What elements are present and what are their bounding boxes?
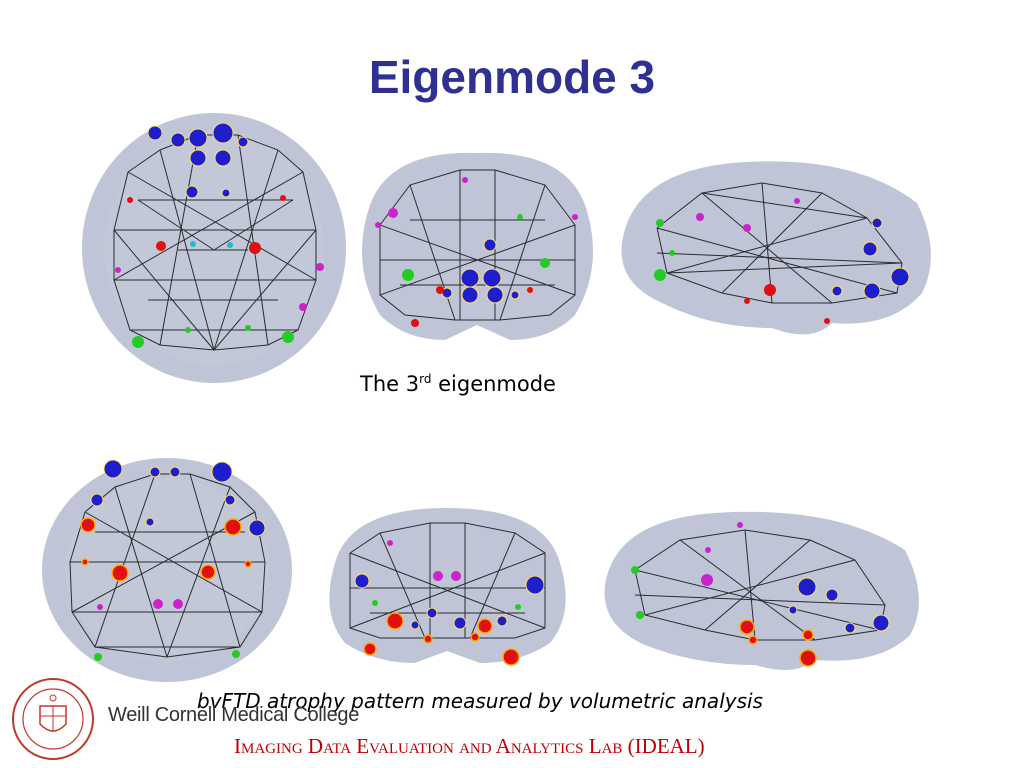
cornell-seal-logo: [10, 676, 96, 762]
brain-network-top-coronal: [350, 145, 605, 345]
brain-network-bottom-coronal: [320, 503, 575, 668]
brain-network-bottom-sagittal: [595, 505, 925, 680]
lab-name: Imaging Data Evaluation and Analytics La…: [234, 734, 705, 758]
brain-network-bottom-axial: [40, 452, 295, 684]
college-name: Weill Cornell Medical College: [108, 704, 360, 726]
caption-bvftd-atrophy: bvFTD atrophy pattern measured by volume…: [197, 689, 763, 713]
slide-title: Eigenmode 3: [368, 51, 656, 103]
brain-network-top-sagittal: [612, 153, 938, 343]
caption-third-eigenmode: The 3rd eigenmode: [360, 372, 556, 396]
brain-network-top-axial: [78, 100, 350, 385]
